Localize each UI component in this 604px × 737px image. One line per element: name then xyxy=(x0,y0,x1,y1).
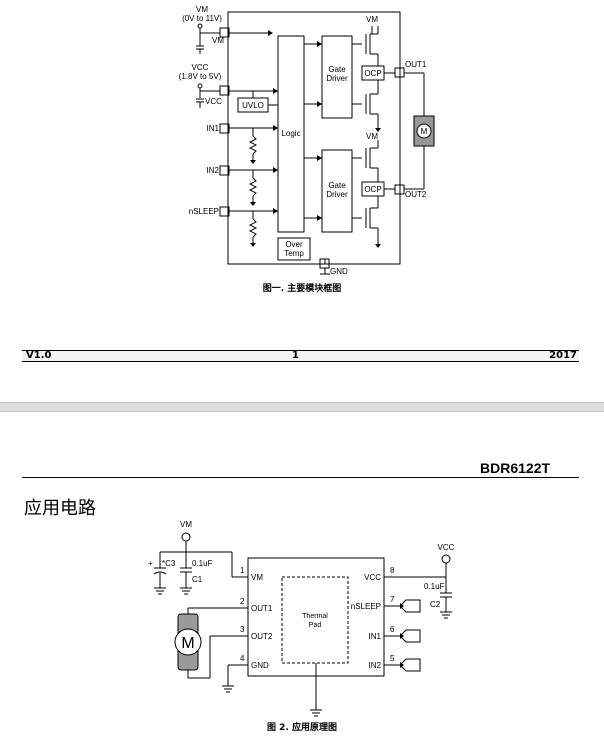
c1-value: 0.1uF xyxy=(192,559,213,568)
vm-terminal xyxy=(181,532,191,542)
pin5-name: IN2 xyxy=(369,661,382,670)
pin1-name: VM xyxy=(251,573,263,582)
out1-label: OUT1 xyxy=(405,60,427,69)
vm-mid-label: VM xyxy=(366,132,378,141)
gate-driver-label-1b: Driver xyxy=(326,74,348,83)
pin4-name: GND xyxy=(251,661,269,670)
pin6-name: IN1 xyxy=(369,632,382,641)
c2-value: 0.1uF xyxy=(424,582,445,591)
thermal-pad xyxy=(281,576,349,664)
application-circuit: M VM + *C3 0.1uF C1 VCC 0.1uF C2 Thermal… xyxy=(148,520,455,717)
pin3-number: 3 xyxy=(240,625,245,634)
vm-range: (0V to 11V) xyxy=(182,14,222,23)
thermal-pad-label-a: Thermal xyxy=(302,613,328,620)
vcc-range: (1.8V to 5V) xyxy=(179,72,222,81)
footer-page-number: 1 xyxy=(292,350,299,361)
motor-label-1: M xyxy=(421,127,428,136)
c2-label: C2 xyxy=(430,600,441,609)
gate-driver-block-1 xyxy=(321,35,353,119)
block-diagram: M VM (0V to 11V) VM VCC (1.8V to 5V) VCC… xyxy=(179,5,435,276)
chip-outline xyxy=(227,11,401,265)
pin2-name: OUT1 xyxy=(251,604,273,613)
vcc-top-label-2: VCC xyxy=(438,543,455,552)
over-temp-block xyxy=(277,237,311,261)
footer-year: 2017 xyxy=(549,350,577,361)
c1-label: C1 xyxy=(192,575,203,584)
nsleep-label: nSLEEP xyxy=(189,207,219,216)
vcc-pin-label: VCC xyxy=(205,97,222,106)
header-rule xyxy=(22,477,579,478)
figure1-caption: 图一. 主要模块框图 xyxy=(262,284,342,294)
in1-input-connector xyxy=(399,629,421,643)
vm-pin-label: VM xyxy=(212,36,224,45)
over-temp-label-b: Temp xyxy=(284,249,304,258)
pin2-number: 2 xyxy=(240,597,245,606)
page-footer: V1.0 1 2017 xyxy=(22,350,579,362)
logic-label: Logic xyxy=(281,129,300,138)
section-title: 应用电路 xyxy=(24,498,96,519)
uvlo-label: UVLO xyxy=(242,101,264,110)
pin7-name: nSLEEP xyxy=(351,602,381,611)
pin6-number: 6 xyxy=(390,625,395,634)
vm-label: VM xyxy=(196,5,208,14)
pin7-number: 7 xyxy=(390,595,395,604)
vm-top-label-2: VM xyxy=(180,520,192,529)
pin4-number: 4 xyxy=(240,654,245,663)
page-separator xyxy=(0,402,604,412)
vcc-node xyxy=(197,83,203,89)
doc-header-title: BDR6122T xyxy=(480,460,551,476)
in1-label: IN1 xyxy=(207,124,220,133)
ocp-label-1: OCP xyxy=(364,69,381,78)
over-temp-label-a: Over xyxy=(285,240,303,249)
gate-driver-label-1a: Gate xyxy=(328,65,346,74)
vm-node xyxy=(197,23,203,29)
vcc-label: VCC xyxy=(192,63,209,72)
pin8-number: 8 xyxy=(390,566,395,575)
in2-input-connector xyxy=(399,658,421,672)
pin1-number: 1 xyxy=(240,566,245,575)
gate-driver-label-2b: Driver xyxy=(326,190,348,199)
vcc-terminal xyxy=(441,554,451,564)
motor-label-2: M xyxy=(181,635,194,652)
logic-block xyxy=(277,35,305,233)
c3-label: *C3 xyxy=(162,559,176,568)
figure2-caption: 图 2. 应用原理图 xyxy=(267,723,337,733)
pin3-name: OUT2 xyxy=(251,632,273,641)
pin8-name: VCC xyxy=(364,573,381,582)
vm-top-label: VM xyxy=(366,15,378,24)
nsleep-input-connector xyxy=(399,599,421,613)
out2-label: OUT2 xyxy=(405,190,427,199)
c3-plus: + xyxy=(148,559,153,568)
footer-version: V1.0 xyxy=(26,350,52,361)
gate-driver-label-2a: Gate xyxy=(328,181,346,190)
in2-label: IN2 xyxy=(207,166,220,175)
gate-driver-block-2 xyxy=(321,149,353,233)
gnd-label: GND xyxy=(330,267,348,276)
thermal-pad-label-b: Pad xyxy=(309,622,322,629)
pin5-number: 5 xyxy=(390,654,395,663)
ocp-label-2: OCP xyxy=(364,185,381,194)
